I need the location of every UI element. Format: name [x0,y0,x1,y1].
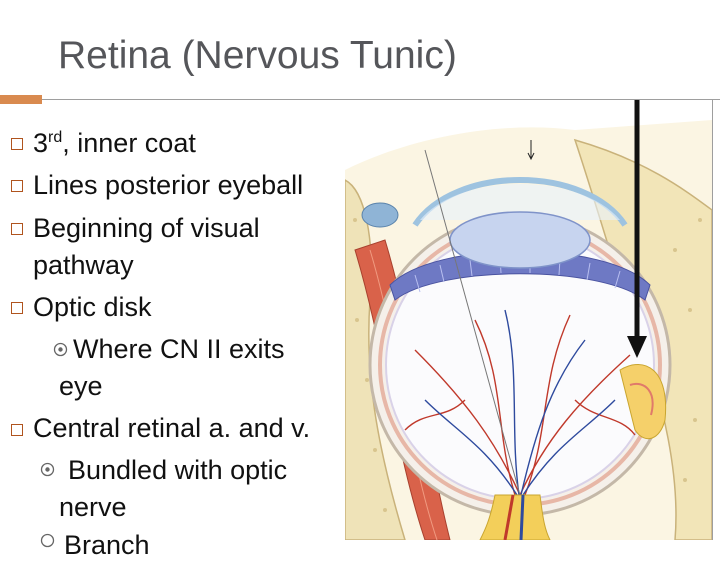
sub-bullet-optic-nerve-cont: nerve [59,492,127,522]
title-divider [0,99,720,100]
bullet-list: 3rd, inner coat Lines posterior eyeball … [0,0,350,560]
right-border-line [712,100,713,540]
bullet-visual-pathway-cont: pathway [33,250,134,280]
eye-anatomy-illustration [345,100,712,540]
square-bullet-icon [11,138,23,150]
bullet-inner-coat: 3rd, inner coat [33,128,196,159]
bullet-lines-posterior: Lines posterior eyeball [33,170,304,200]
cut-off-bullet: Branch [64,530,150,560]
circled-dot-bullet-icon [40,533,55,548]
sub-bullet-cn-ii: Where CN II exits [73,334,285,364]
sub-bullet-cn-ii-cont: eye [59,371,103,401]
square-bullet-icon [11,180,23,192]
bullet-text: 3 [33,128,49,158]
bullet-optic-disk: Optic disk [33,292,152,322]
square-bullet-icon [11,424,23,436]
circled-dot-bullet-icon [53,342,68,357]
slide-title: Retina (Nervous Tunic) [58,34,457,77]
bullet-text: , inner coat [62,128,196,158]
title-accent-bar [0,95,42,104]
square-bullet-icon [11,223,23,235]
superscript: rd [48,129,63,146]
square-bullet-icon [11,302,23,314]
bullet-visual-pathway: Beginning of visual [33,213,260,243]
circled-dot-bullet-icon [40,462,55,477]
bullet-central-retinal: Central retinal a. and v. [33,413,311,443]
sub-bullet-optic-nerve: Bundled with optic [68,455,288,485]
